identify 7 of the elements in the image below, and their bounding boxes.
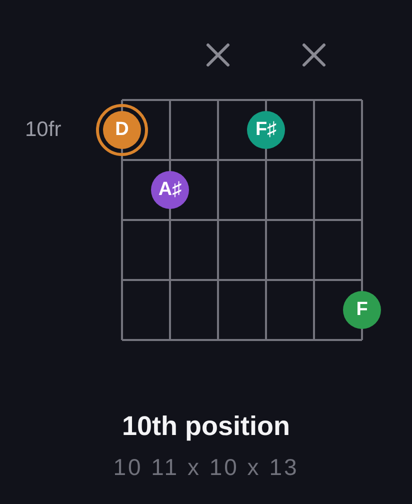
note-dot: F [343, 291, 381, 329]
chord-title: 10th position [121, 411, 291, 442]
fret-number: 10fr [25, 118, 62, 142]
fret-sequence: 10 11 x 10 x 13 [112, 454, 300, 481]
note-dot: F♯ [247, 111, 285, 149]
root-note-dot: D [96, 104, 148, 156]
note-dot: A♯ [151, 171, 189, 209]
